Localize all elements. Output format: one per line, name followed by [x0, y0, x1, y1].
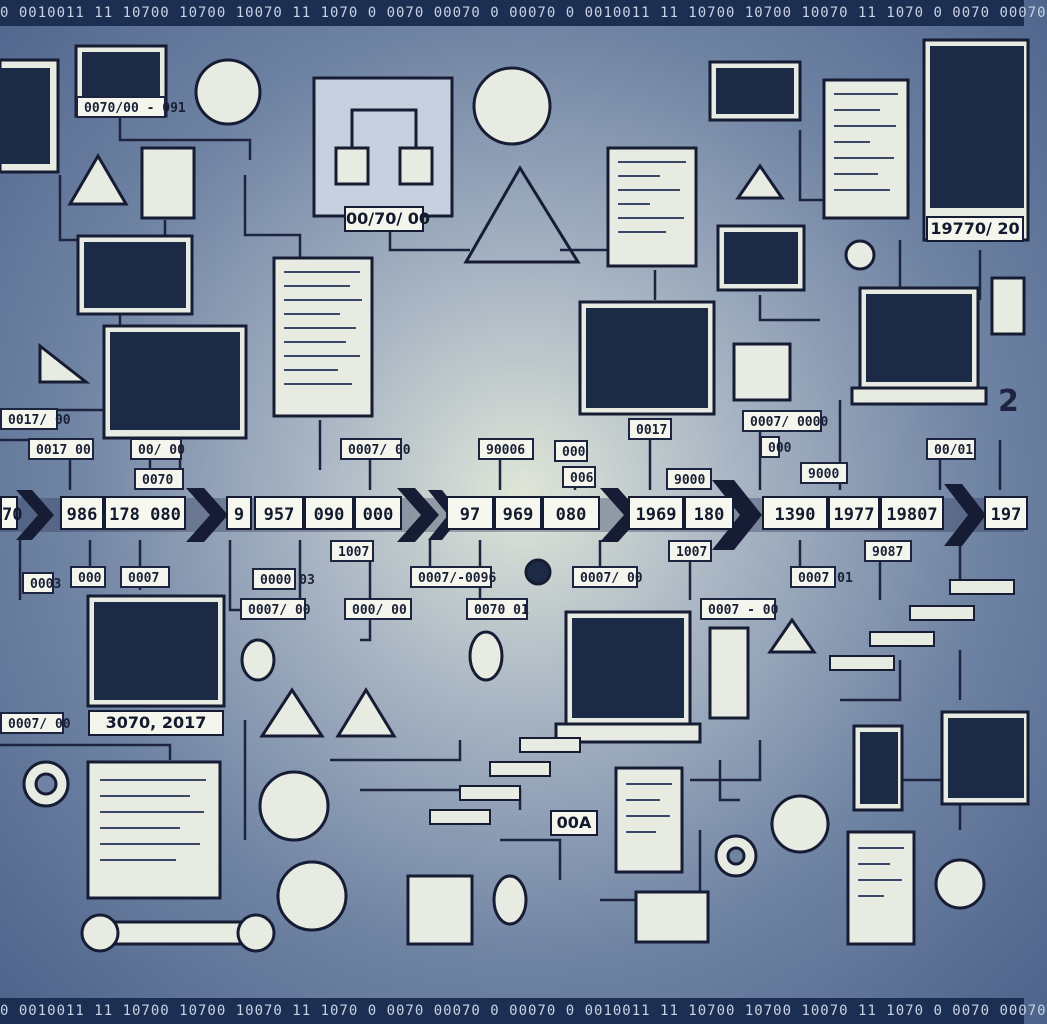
date-tag: 0007/ 00	[340, 438, 411, 460]
date-tag: 0070 01	[466, 598, 529, 620]
timeline-year-label: 178 080	[104, 496, 186, 530]
wrench-icon	[80, 913, 276, 953]
timeline-year-label: 000	[354, 496, 402, 530]
binary-footer-strip: 0 0010011 11 10700 10700 10070 11 1070 0…	[0, 998, 1046, 1024]
date-tag: 90006	[478, 438, 534, 460]
caption-box: 19770/ 20	[926, 216, 1024, 242]
monitor-icon	[0, 58, 60, 174]
date-tag: 00/01	[926, 438, 976, 460]
timeline-year-label: 70	[0, 496, 22, 530]
timeline-arrow	[397, 488, 439, 542]
date-tag: 006	[562, 466, 596, 488]
binary-header-strip: 0 0010011 11 10700 10700 10070 11 1070 0…	[0, 0, 1046, 26]
timeline-arrow	[712, 480, 762, 550]
date-tag: 0007/ 00	[572, 566, 643, 588]
timeline-arrow	[16, 490, 54, 540]
date-tag: 1007	[668, 540, 712, 562]
date-tag: 0000 03	[252, 568, 315, 590]
date-tag: 9000	[800, 462, 848, 484]
timeline-year-label: 97	[446, 496, 494, 530]
timeline-year-label: 9	[226, 496, 252, 530]
caption-box: 3070, 2017	[88, 710, 224, 736]
monitor-icon	[922, 38, 1030, 242]
date-tag: 0017 00	[28, 438, 94, 460]
timeline-year-label: 1977	[828, 496, 880, 530]
portrait-icon	[240, 630, 528, 926]
timeline-year-label: 197	[984, 496, 1028, 530]
monitor-icon	[940, 710, 1030, 806]
caption-box: 00/70/ 00	[344, 206, 430, 232]
date-tag: 000	[554, 440, 588, 462]
date-tag: 0007 01	[790, 566, 853, 588]
date-tag: 0007/-0096	[410, 566, 496, 588]
monitor-icon	[716, 224, 806, 292]
date-tag: 0003	[22, 572, 61, 594]
monitor-icon	[852, 724, 904, 812]
date-tag: 0017	[628, 418, 672, 440]
timeline-year-label: 986	[60, 496, 104, 530]
timeline-year-label: 1390	[762, 496, 828, 530]
gear-icon	[22, 760, 758, 878]
date-tag: 9000	[666, 468, 712, 490]
date-tag: 000	[70, 566, 106, 588]
date-tag: 000/ 00	[344, 598, 412, 620]
timeline-arrow	[186, 488, 228, 542]
date-tag: 0007/ 0000	[742, 410, 828, 432]
date-tag: 0017/ 00	[0, 408, 71, 430]
document-lines	[100, 93, 904, 897]
corner-number: 2	[998, 384, 1019, 419]
monitor-icon	[86, 594, 226, 708]
globe-icon	[194, 58, 986, 932]
timeline-year-label: 1969	[628, 496, 684, 530]
timeline-year-label: 090	[304, 496, 354, 530]
triangle-icon	[38, 153, 817, 738]
monitor-icon	[76, 234, 194, 316]
timeline-year-label: 180	[684, 496, 734, 530]
monitor-icon	[850, 286, 988, 406]
timeline-year-label: 969	[494, 496, 542, 530]
timeline-arrow	[944, 484, 986, 546]
monitor-icon	[708, 60, 802, 122]
date-tag: 000	[760, 436, 791, 458]
date-tag: 9087	[864, 540, 912, 562]
date-tag: 1007	[330, 540, 374, 562]
circuit-board-icon	[312, 76, 454, 218]
monitor-icon	[102, 324, 248, 440]
date-tag: 0007/ 00	[240, 598, 311, 620]
date-tag: 0070/00 - 091	[76, 96, 186, 118]
staircase-icon	[429, 579, 1015, 825]
timeline-year-label: 19807	[880, 496, 944, 530]
date-tag: 0070	[134, 468, 184, 490]
laptop-icon	[554, 610, 702, 744]
date-tag: 0007/ 00	[0, 712, 71, 734]
caption-box: 00A	[550, 810, 598, 836]
timeline-year-label: 957	[254, 496, 304, 530]
document-icon	[86, 78, 1026, 946]
date-tag: 0007	[120, 566, 170, 588]
monitor-icon	[578, 300, 716, 416]
date-tag: 00/ 00	[130, 438, 185, 460]
date-tag: 0007 - 00	[700, 598, 778, 620]
timeline-year-label: 080	[542, 496, 600, 530]
